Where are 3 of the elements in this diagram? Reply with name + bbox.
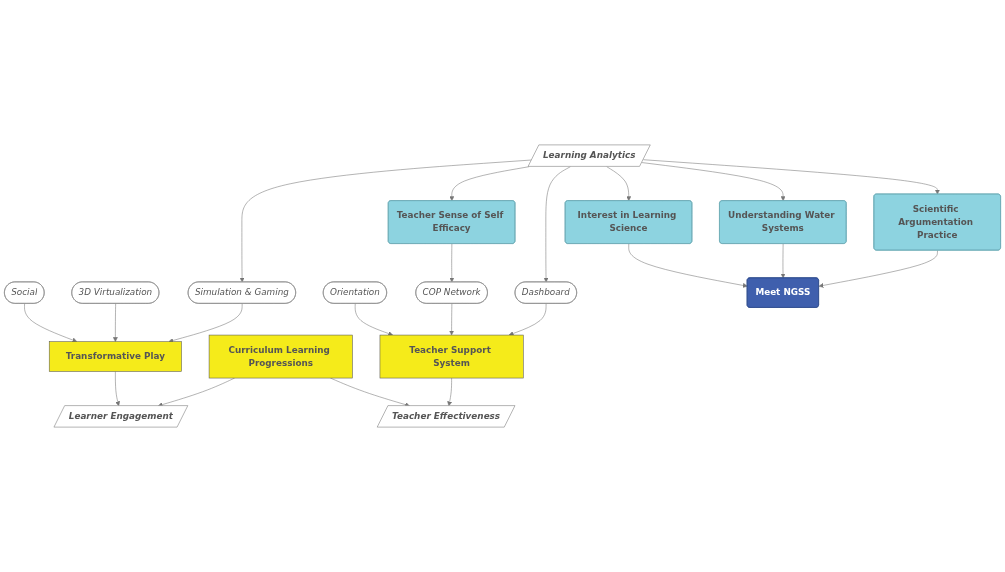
node-box: Transformative Play — [48, 341, 182, 372]
node-box: Teacher Support System — [379, 334, 524, 379]
node-box: Curriculum Learning Progressions — [208, 334, 353, 379]
